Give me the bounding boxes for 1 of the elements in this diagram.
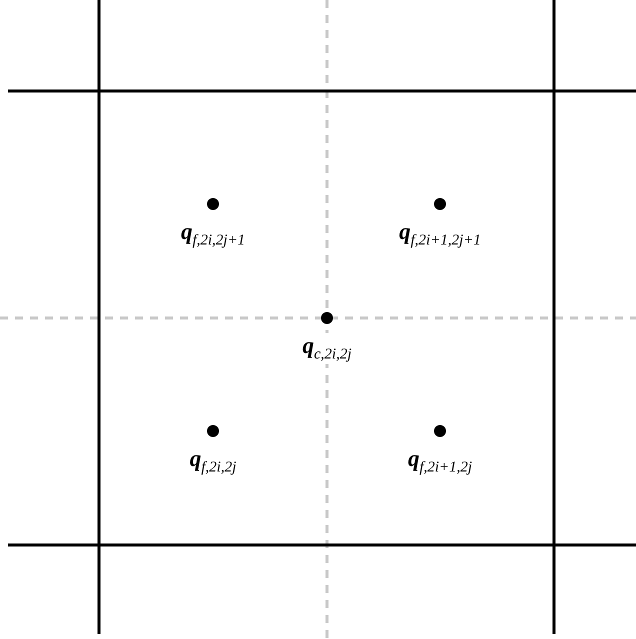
point-label: q$_{c,2i,2j}$ [300,333,354,364]
